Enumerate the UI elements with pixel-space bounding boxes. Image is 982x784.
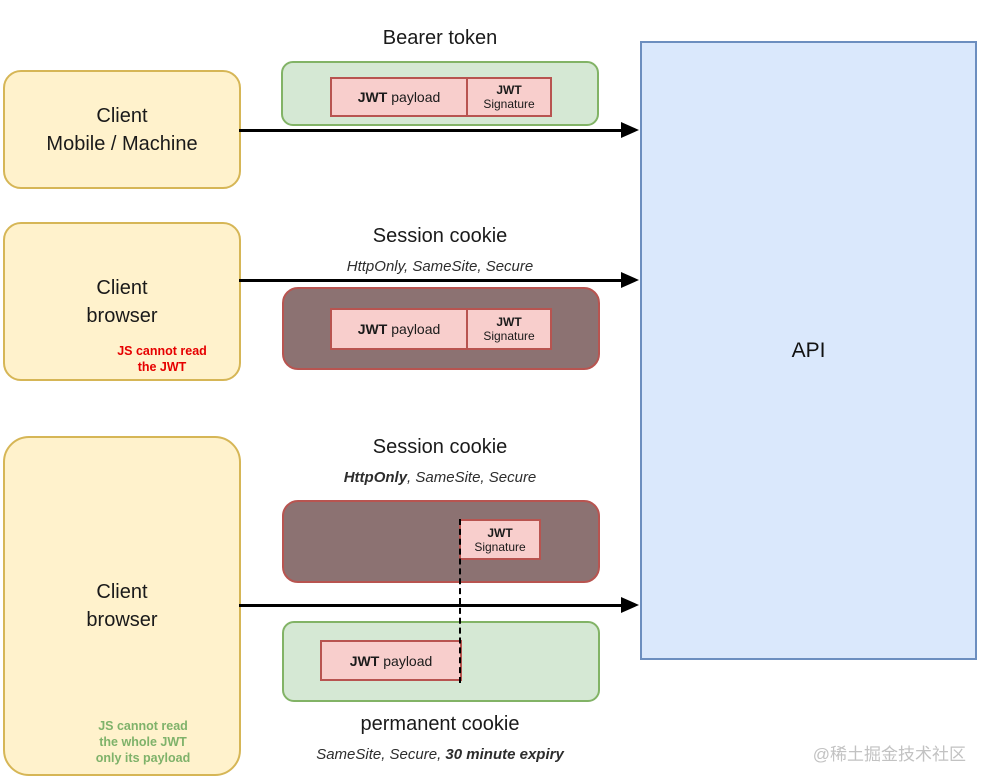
jwt-label: JWT bbox=[496, 83, 522, 97]
jwt-payload-box-permanent: JWT payload bbox=[320, 640, 462, 681]
jwt-label: JWT bbox=[496, 315, 522, 329]
js-cannot-read-jwt-note: JS cannot read the JWT bbox=[117, 344, 207, 374]
payload-label: payload bbox=[391, 321, 441, 337]
signature-label: Signature bbox=[474, 539, 526, 554]
js-cannot-read-whole-jwt-note: JS cannot read the whole JWT only its pa… bbox=[95, 719, 191, 765]
jwt-signature-box-split: JWT Signature bbox=[459, 519, 541, 560]
jwt-label: JWT bbox=[349, 652, 380, 669]
client-browser-box-middle: Client browser JS cannot read the JWT bbox=[3, 222, 241, 381]
arrow-session-head-icon bbox=[621, 272, 639, 288]
signature-label: Signature bbox=[483, 97, 535, 111]
arrow-session-line bbox=[239, 279, 623, 282]
client-mobile-box: Client Mobile / Machine bbox=[3, 70, 241, 189]
watermark-text: @稀土掘金技术社区 bbox=[812, 745, 966, 764]
api-box: API bbox=[640, 41, 977, 660]
jwt-signature-box-bearer: JWT Signature bbox=[466, 77, 552, 117]
arrow-permanent-head-icon bbox=[621, 597, 639, 613]
payload-label: payload bbox=[383, 652, 433, 669]
client-browser-label-line2: browser bbox=[86, 609, 158, 631]
session-cookie-title-middle: Session cookie bbox=[372, 225, 508, 247]
jwt-payload-box-session: JWT payload bbox=[330, 308, 468, 350]
samesite-secure-label: , SameSite, Secure bbox=[407, 469, 537, 486]
jwt-split-dashed-line bbox=[459, 519, 461, 683]
httponly-bold-label: HttpOnly bbox=[343, 469, 408, 486]
session-cookie-attrs-bottom: HttpOnly, SameSite, Secure bbox=[281, 469, 599, 486]
api-label: API bbox=[791, 338, 826, 362]
samesite-secure-label: SameSite, Secure, bbox=[316, 746, 442, 763]
session-cookie-container-bottom bbox=[282, 500, 600, 583]
arrow-permanent-line bbox=[239, 604, 623, 607]
session-cookie-attrs-middle: HttpOnly, SameSite, Secure bbox=[346, 258, 534, 275]
jwt-label: JWT bbox=[487, 525, 513, 540]
signature-label: Signature bbox=[483, 329, 535, 343]
bearer-token-title: Bearer token bbox=[382, 27, 498, 49]
permanent-cookie-attrs: SameSite, Secure, 30 minute expiry bbox=[281, 746, 599, 763]
jwt-payload-box-bearer: JWT payload bbox=[330, 77, 468, 117]
session-cookie-title-bottom: Session cookie bbox=[372, 436, 508, 458]
client-mobile-label-line2: Mobile / Machine bbox=[46, 132, 198, 155]
payload-label: payload bbox=[391, 89, 441, 105]
client-browser-box-bottom: Client browser JS cannot read the whole … bbox=[3, 436, 241, 776]
jwt-label: JWT bbox=[357, 89, 388, 105]
client-mobile-label-line1: Client bbox=[96, 104, 148, 127]
arrow-bearer-line bbox=[239, 129, 623, 132]
permanent-cookie-title: permanent cookie bbox=[360, 713, 520, 735]
client-browser-label-line1: Client bbox=[96, 581, 148, 603]
expiry-bold-label: 30 minute expiry bbox=[445, 746, 564, 763]
jwt-signature-box-session: JWT Signature bbox=[466, 308, 552, 350]
client-browser-label-line2: browser bbox=[86, 304, 158, 327]
jwt-label: JWT bbox=[357, 321, 388, 337]
client-browser-label-line1: Client bbox=[96, 276, 148, 299]
arrow-bearer-head-icon bbox=[621, 122, 639, 138]
